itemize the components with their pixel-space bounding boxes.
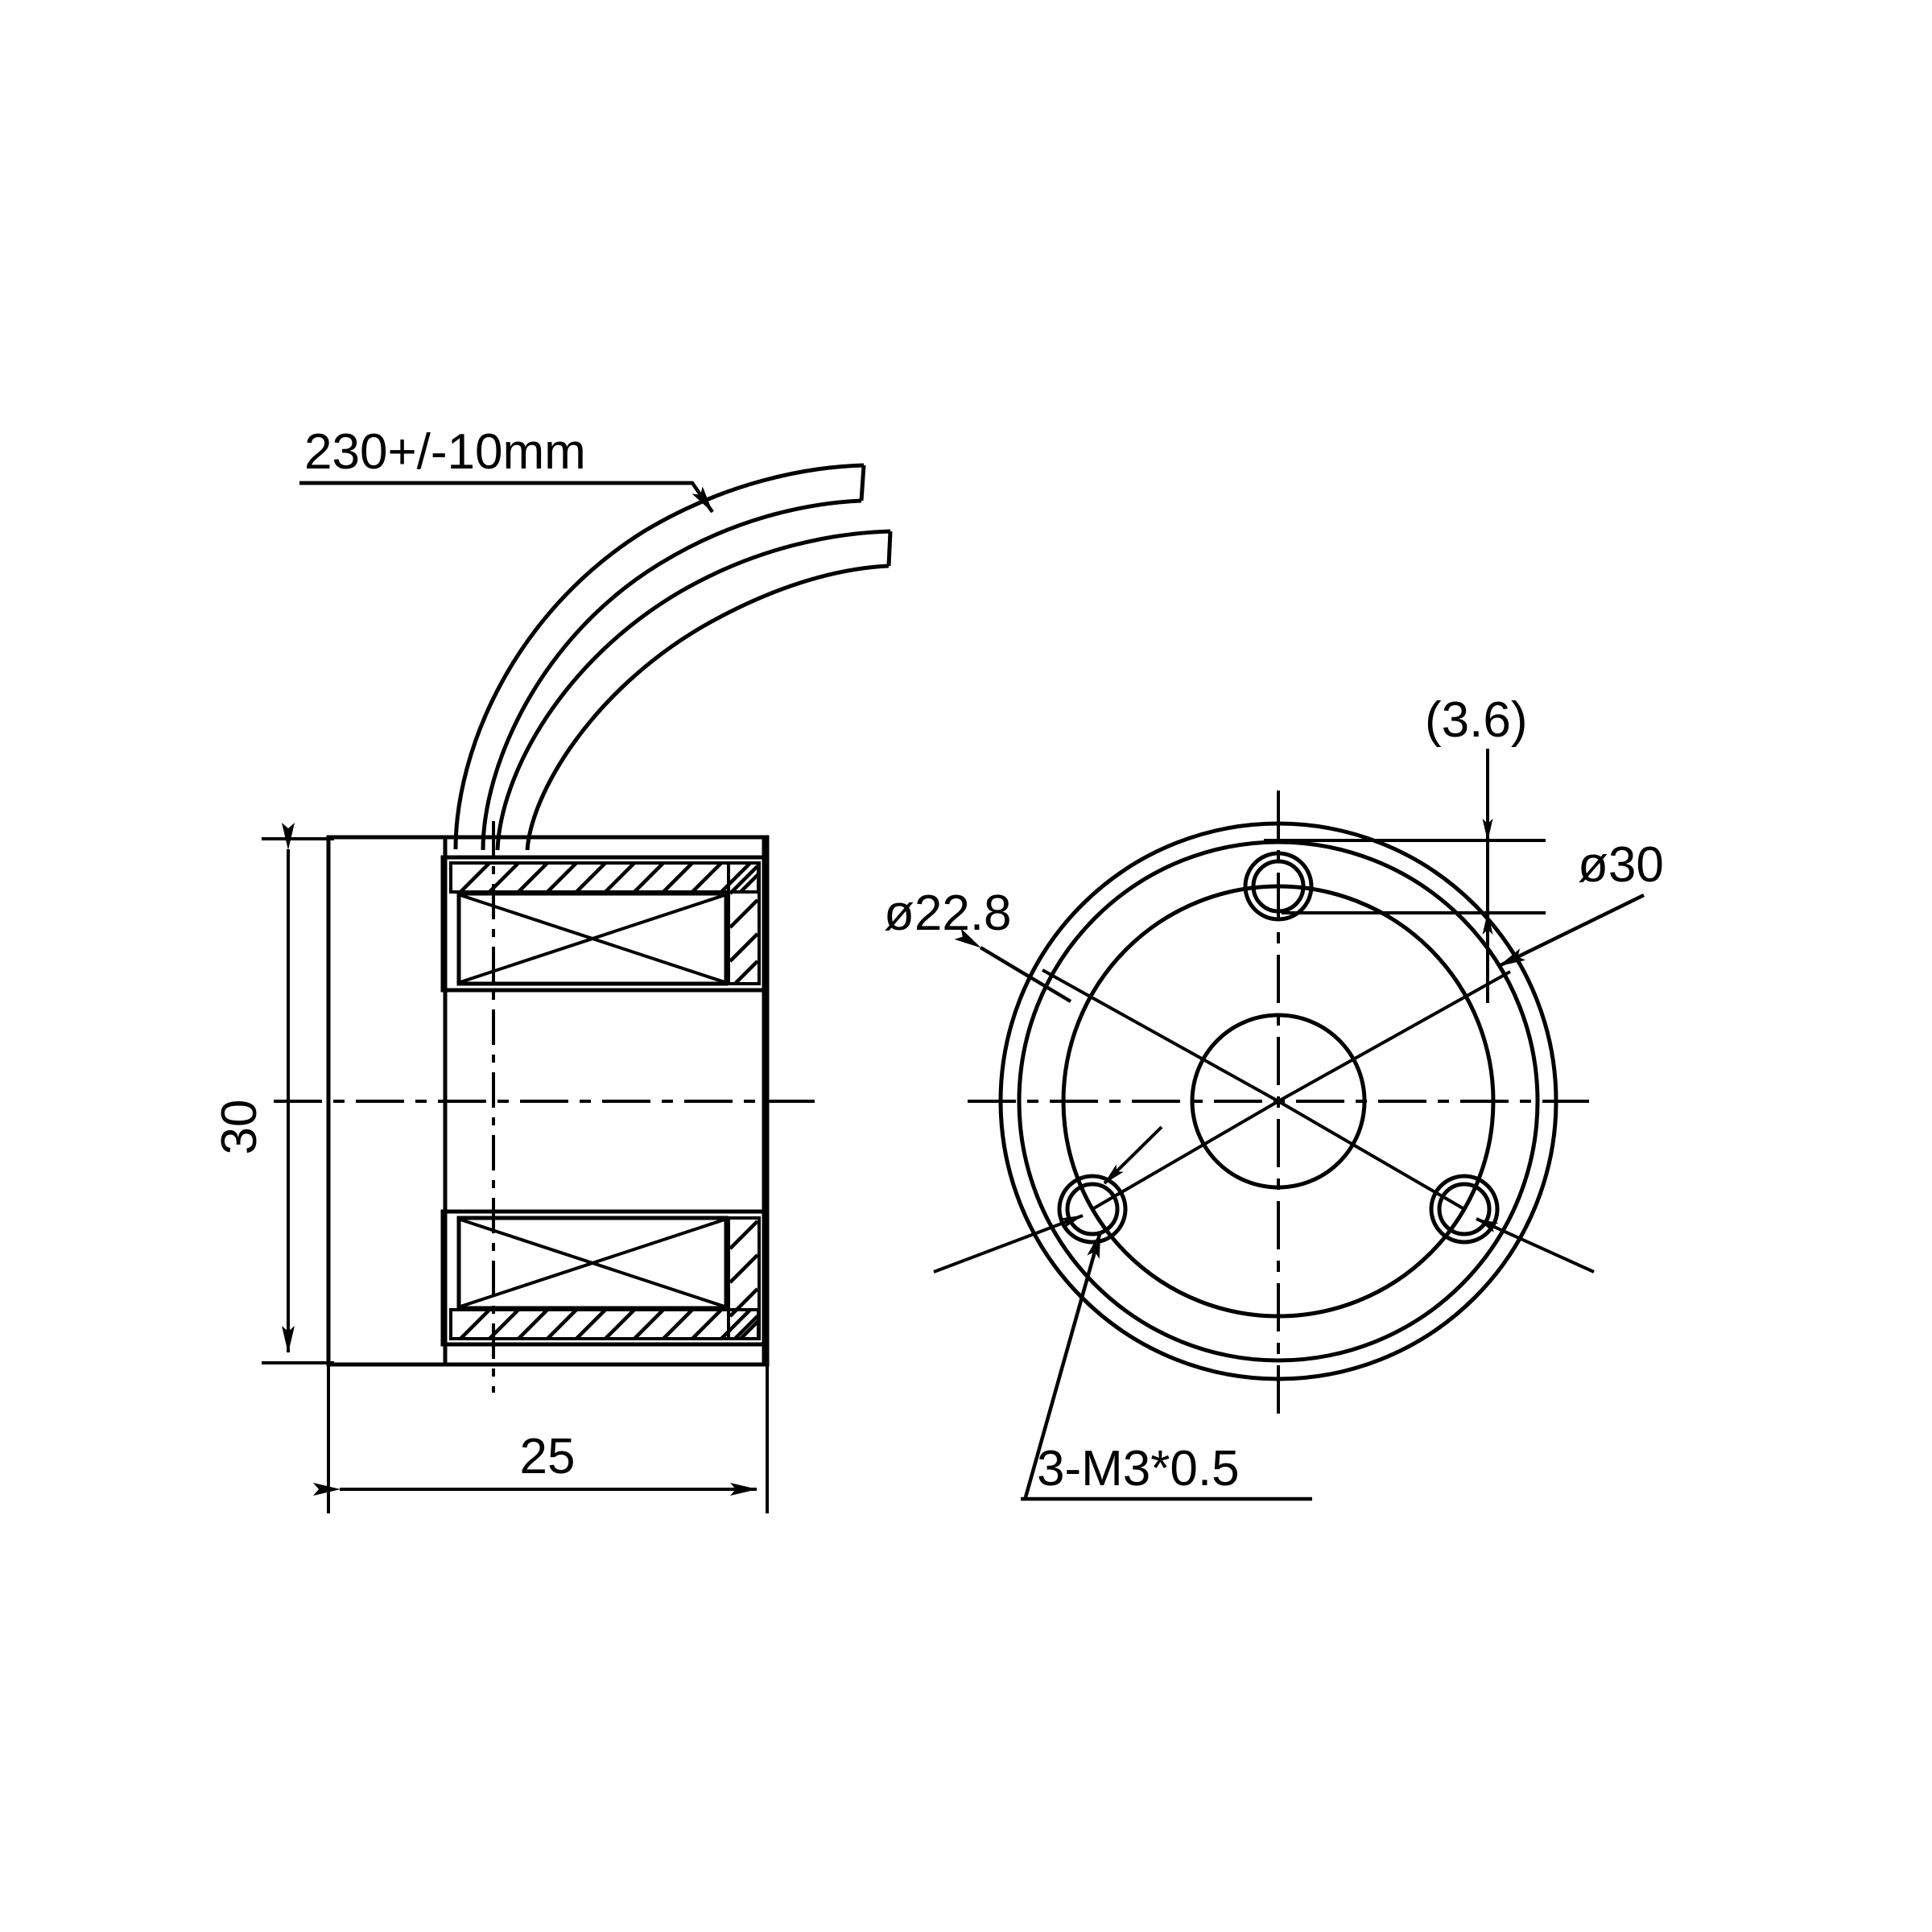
flange-thickness-label: (3.6) [1425, 692, 1527, 748]
lower-coil-section [440, 1209, 767, 1347]
mounting-hole-lower-right [1429, 1174, 1500, 1245]
bolt-circle-diameter-label: ø22.8 [884, 886, 1012, 941]
upper-coil-section [440, 855, 767, 993]
hatch-lower-cap [459, 1308, 760, 1340]
thread-callout-leader [1021, 1231, 1312, 1501]
front-view-group [933, 749, 1645, 1501]
cable-leads-group [453, 463, 893, 851]
hatch-upper-wall [729, 865, 759, 985]
bolt-circle-callout-leader [954, 928, 1072, 1003]
outer-diameter-label: ø30 [1578, 837, 1664, 893]
height-dimension-label: 30 [212, 1100, 267, 1155]
cable-length-callout [299, 481, 714, 514]
width-dimension-label: 25 [520, 1429, 576, 1484]
hatch-lower-wall [729, 1220, 759, 1340]
outer-diameter-callout-leader [1498, 893, 1645, 968]
hole-radial-leaders [1042, 968, 1511, 1211]
section-view-group [262, 463, 893, 1513]
dimension-height [262, 823, 334, 1364]
hole-pointer-arrows [933, 1125, 1595, 1274]
hatch-upper-cap [459, 861, 760, 894]
cable-length-label: 230+/-10mm [304, 424, 586, 480]
thread-callout-label: 3-M3*0.5 [1037, 1441, 1240, 1496]
dimension-flange-thickness [1264, 749, 1546, 1003]
dimension-width [313, 1363, 769, 1513]
